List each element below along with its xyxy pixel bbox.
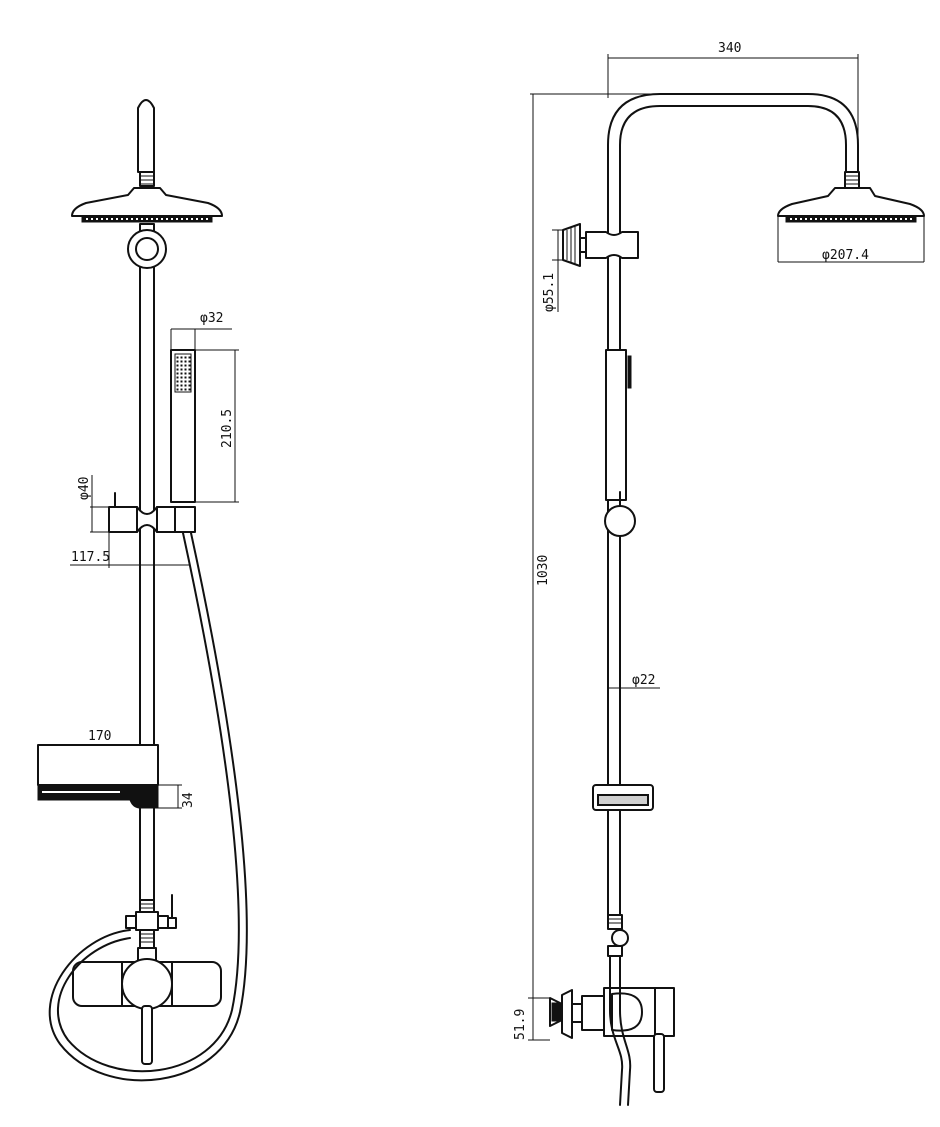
front-hand-shower: [170, 349, 196, 503]
front-soap-shelf: [37, 744, 159, 809]
dim-holder-diameter-side: φ55.1: [542, 273, 557, 312]
front-diverter: [125, 894, 177, 963]
dim-hand-shower-diameter: φ32: [200, 311, 223, 326]
side-dimensions: 340 1030 φ207.4 φ55.1 φ22 51.9: [513, 41, 925, 1041]
side-view: 340 1030 φ207.4 φ55.1 φ22 51.9: [513, 41, 925, 1106]
side-hand-shower: [604, 349, 636, 537]
front-sliding-holder: [108, 492, 196, 533]
dim-hand-shower-length: 210.5: [220, 409, 235, 448]
dim-shelf-width: 170: [88, 729, 111, 744]
dim-head-diameter: φ207.4: [822, 248, 869, 263]
dim-holder-offset: 117.5: [71, 550, 110, 565]
side-rain-shower-head: [777, 171, 925, 223]
side-soap-shelf: [592, 784, 654, 811]
dim-overall-height: 1030: [536, 555, 551, 586]
side-mixer: [549, 987, 675, 1093]
front-rail-ring: [127, 229, 167, 269]
dim-arm-reach: 340: [718, 41, 741, 56]
dim-holder-diameter: φ40: [77, 477, 92, 500]
side-diverter: [607, 914, 629, 957]
front-mixer: [72, 958, 222, 1065]
dim-mixer-height: 51.9: [513, 1009, 528, 1040]
dim-rail-diameter: φ22: [632, 673, 655, 688]
front-view: φ32 210.5 φ40 117.5 170 34: [37, 99, 248, 1082]
front-hose: [48, 532, 248, 1082]
front-riser-rail: [139, 223, 155, 915]
front-dimensions: φ32 210.5 φ40 117.5 170 34: [38, 311, 239, 809]
front-rain-shower-head: [71, 187, 223, 223]
side-wall-bracket: [562, 223, 639, 267]
side-hose: [609, 955, 632, 1106]
dim-shelf-height: 34: [181, 792, 196, 808]
front-shower-arm: [137, 99, 155, 187]
